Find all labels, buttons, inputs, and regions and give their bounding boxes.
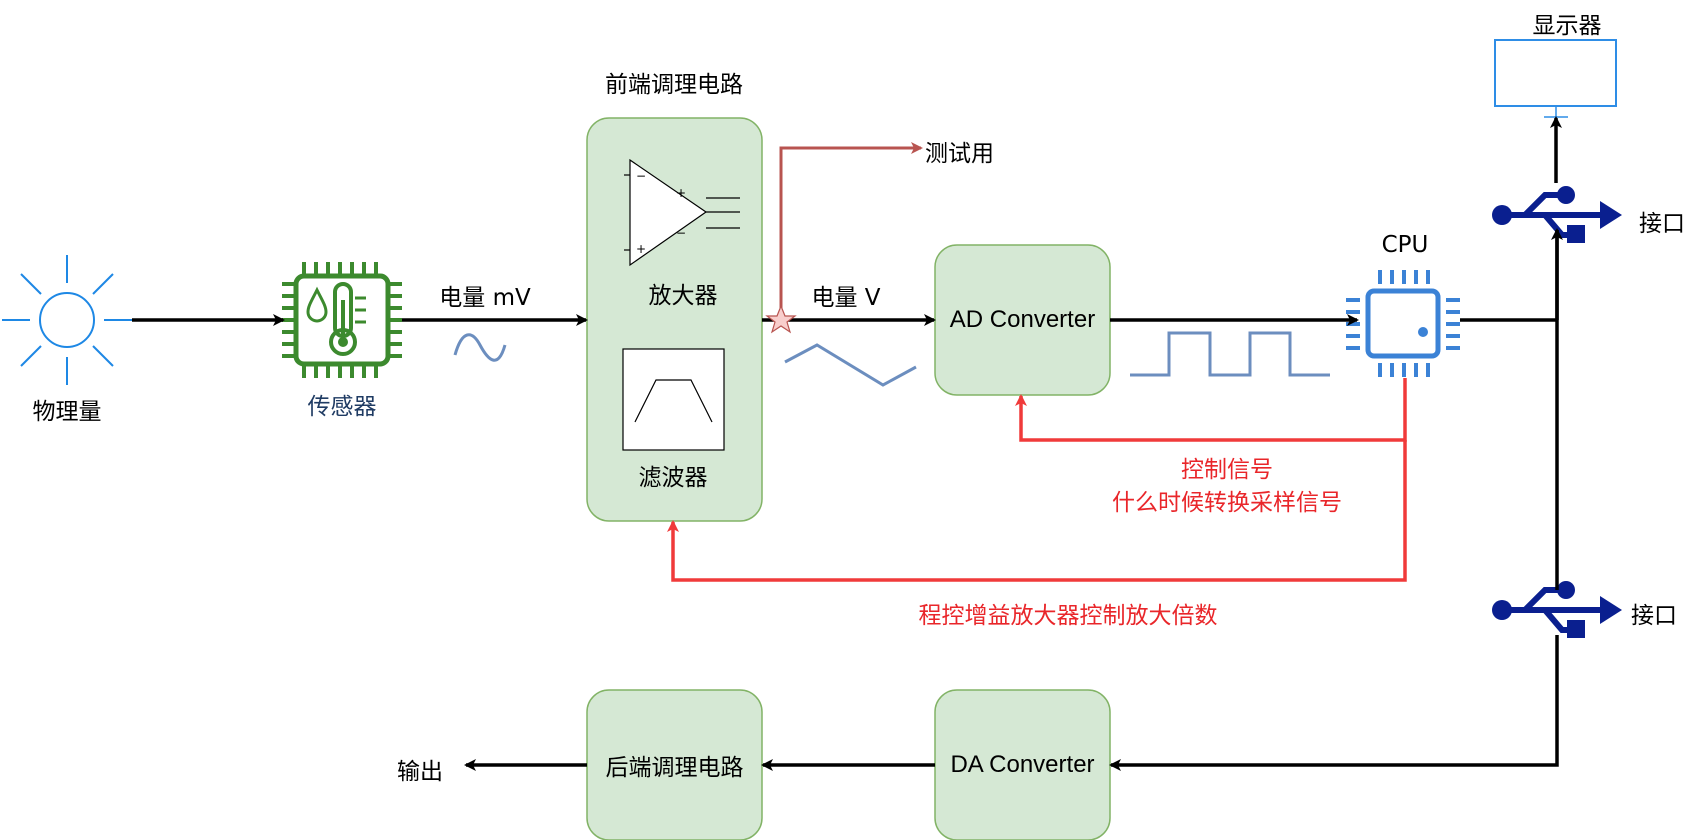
backend-label: 后端调理电路 — [605, 755, 744, 781]
bandpass-filter-icon — [622, 348, 725, 451]
frontend-title: 前端调理电路 — [605, 72, 743, 98]
physical-quantity-label: 物理量 — [32, 399, 102, 425]
interface-bottom-label: 接口 — [1631, 603, 1677, 629]
cpu-chip-icon — [1346, 270, 1460, 377]
cpu-label: CPU — [1381, 232, 1429, 258]
sine-waveform — [453, 333, 507, 362]
amplifier-label: 放大器 — [648, 283, 718, 309]
op-amp-icon: − + + − — [624, 158, 740, 267]
control-lines — [667, 378, 1407, 582]
svg-text:−: − — [636, 169, 646, 183]
signal-connectors — [132, 116, 1563, 771]
usb-icon — [1492, 581, 1622, 638]
display-label: 显示器 — [1532, 13, 1602, 39]
pga-control-label: 程控增益放大器控制放大倍数 — [918, 603, 1218, 629]
svg-text:+: + — [676, 186, 686, 200]
svg-text:−: − — [676, 226, 686, 240]
control-signal-label-line2: 什么时候转换采样信号 — [1112, 490, 1342, 516]
control-signal-label-line1: 控制信号 — [1181, 457, 1273, 483]
sun-icon — [2, 255, 132, 385]
output-label: 输出 — [397, 759, 443, 785]
test-point-star — [765, 304, 797, 334]
square-waveform — [1130, 331, 1330, 377]
da-converter-label: DA Converter — [950, 751, 1095, 778]
ad-converter-label: AD Converter — [949, 306, 1096, 333]
interface-top-label: 接口 — [1639, 211, 1685, 237]
sensor-label: 传感器 — [307, 394, 377, 420]
filter-label: 滤波器 — [638, 465, 708, 491]
usb-icon — [1492, 186, 1622, 243]
test-branch-line — [779, 142, 923, 320]
signal-mv-label: 电量 mV — [439, 285, 531, 311]
svg-text:+: + — [636, 242, 646, 256]
test-use-label: 测试用 — [925, 141, 994, 167]
sensor-chip-icon — [282, 262, 402, 378]
monitor-icon — [1494, 39, 1617, 119]
triangle-waveform — [784, 343, 917, 387]
signal-v-label: 电量 V — [811, 285, 881, 311]
